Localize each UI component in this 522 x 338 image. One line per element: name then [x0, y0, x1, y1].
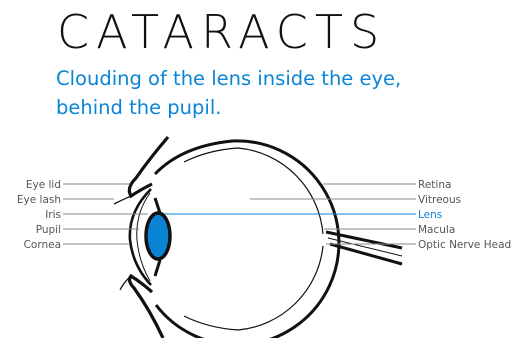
label-eye-lash: Eye lash	[17, 194, 61, 206]
iris-lower	[155, 260, 160, 276]
label-iris: Iris	[45, 209, 61, 221]
iris-upper	[155, 198, 160, 213]
eye-lash	[114, 196, 131, 204]
label-macula: Macula	[418, 224, 455, 236]
label-optic-nerve-head: Optic Nerve Head	[418, 239, 511, 251]
label-eye-lid: Eye lid	[26, 179, 61, 191]
label-retina: Retina	[418, 179, 451, 191]
label-vitreous: Vitreous	[418, 194, 461, 206]
label-pupil: Pupil	[36, 224, 61, 236]
label-lens: Lens	[418, 209, 442, 221]
label-cornea: Cornea	[24, 239, 61, 251]
eyeball-outline	[155, 141, 339, 338]
lens	[146, 213, 170, 259]
retina-line-lower	[184, 246, 323, 330]
retina-line	[184, 148, 323, 234]
